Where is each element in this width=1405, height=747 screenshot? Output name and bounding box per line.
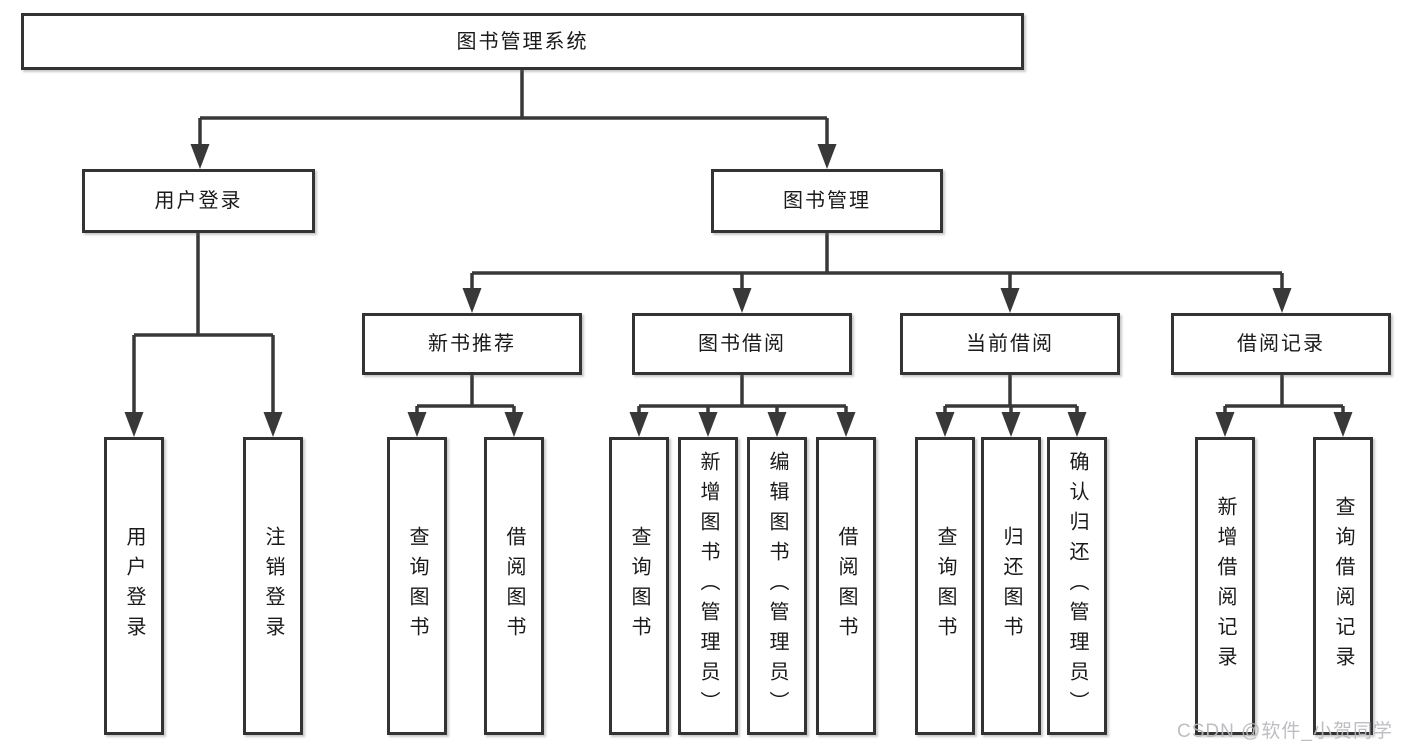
connector-new-book-to-leaves: [407, 375, 524, 437]
node-label: 查询图书: [406, 526, 428, 646]
arrowhead: [1067, 412, 1087, 437]
connector-user-login-to-leaves: [124, 233, 283, 437]
node-label: 新增借阅记录: [1214, 496, 1236, 676]
node-label: 编辑图书（管理员）: [766, 451, 788, 721]
node-label: 借阅图书: [835, 526, 857, 646]
node-label: 用户登录: [123, 526, 145, 646]
leaf-borrow-edit-books-admin: 编辑图书（管理员）: [747, 437, 807, 735]
arrowhead: [698, 412, 718, 437]
arrowhead: [767, 412, 787, 437]
leaf-logout: 注销登录: [243, 437, 303, 735]
connector-book-borrow-to-leaves: [629, 375, 856, 437]
node-borrowing-records: 借阅记录: [1171, 313, 1391, 375]
node-label: 图书管理: [783, 190, 871, 212]
node-new-book-recommend: 新书推荐: [362, 313, 582, 375]
arrowhead: [124, 412, 144, 437]
node-label: 用户登录: [154, 190, 243, 212]
leaf-current-confirm-return-admin: 确认归还（管理员）: [1047, 437, 1107, 735]
node-current-borrowing: 当前借阅: [900, 313, 1120, 375]
arrowhead: [1272, 288, 1292, 313]
arrowhead: [462, 288, 482, 313]
node-label: 新书推荐: [428, 333, 516, 355]
node-label: 图书管理系统: [456, 30, 589, 53]
leaf-current-query-books: 查询图书: [915, 437, 975, 735]
csdn-watermark: CSDN @软件_小贺同学: [1177, 721, 1393, 742]
leaf-record-add-record: 新增借阅记录: [1195, 437, 1255, 735]
arrowhead: [407, 412, 427, 437]
arrowhead: [817, 144, 837, 169]
connector-borrow-record-to-leaves: [1215, 375, 1353, 437]
arrowhead: [629, 412, 649, 437]
arrowhead: [836, 412, 856, 437]
node-label: 查询图书: [934, 526, 956, 646]
leaf-borrow-query-books: 查询图书: [609, 437, 669, 735]
leaf-borrow-borrow-books: 借阅图书: [816, 437, 876, 735]
arrowhead: [190, 144, 210, 169]
connector-book-management-to-level3: [462, 233, 1292, 313]
arrowhead: [504, 412, 524, 437]
arrowhead: [1215, 412, 1235, 437]
node-book-borrowing: 图书借阅: [632, 313, 852, 375]
leaf-borrow-add-books-admin: 新增图书（管理员）: [678, 437, 738, 735]
connector-current-borrow-to-leaves: [935, 375, 1087, 437]
leaf-current-return-books: 归还图书: [981, 437, 1041, 735]
node-library-management-system: 图书管理系统: [21, 13, 1024, 70]
node-label: 图书借阅: [698, 333, 786, 355]
arrowhead: [1000, 288, 1020, 313]
node-label: 借阅图书: [503, 526, 525, 646]
node-label: 查询借阅记录: [1332, 496, 1354, 676]
node-book-management: 图书管理: [711, 169, 943, 233]
node-label: 新增图书（管理员）: [697, 451, 719, 721]
leaf-newbook-query-books: 查询图书: [387, 437, 447, 735]
leaf-newbook-borrow-books: 借阅图书: [484, 437, 544, 735]
connector-root-to-level2: [190, 70, 837, 169]
arrowhead: [1333, 412, 1353, 437]
node-label: 注销登录: [262, 526, 284, 646]
node-label: 归还图书: [1000, 526, 1022, 646]
arrowhead: [1001, 412, 1021, 437]
node-label: 借阅记录: [1237, 333, 1325, 355]
node-label: 当前借阅: [966, 333, 1054, 355]
arrowhead: [263, 412, 283, 437]
node-user-login: 用户登录: [82, 169, 315, 233]
arrowhead: [935, 412, 955, 437]
arrowhead: [732, 288, 752, 313]
leaf-user-login: 用户登录: [104, 437, 164, 735]
leaf-record-query-record: 查询借阅记录: [1313, 437, 1373, 735]
node-label: 查询图书: [628, 526, 650, 646]
node-label: 确认归还（管理员）: [1066, 451, 1088, 721]
